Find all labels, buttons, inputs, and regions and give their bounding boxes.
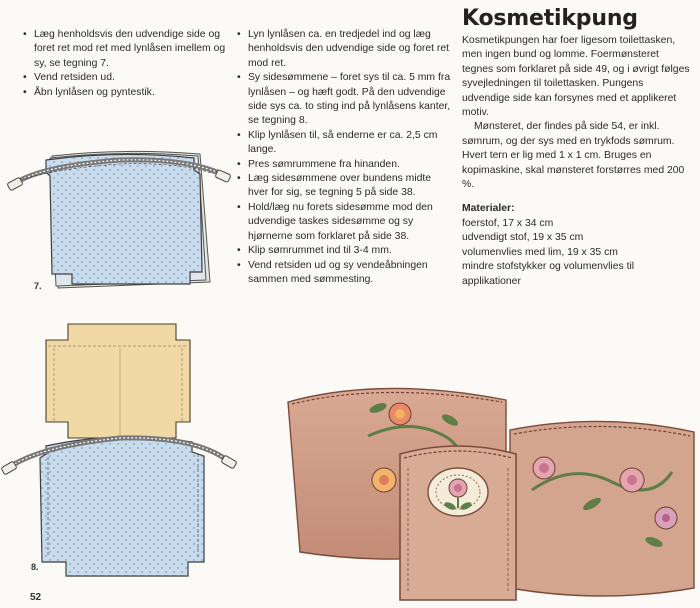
material-item: foerstof, 17 x 34 cm [462, 217, 554, 229]
page-number: 52 [30, 592, 42, 603]
middle-instructions: Lyn lynlåsen ca. en tredjedel ind og læg… [236, 28, 451, 287]
instruction-item: Hold/læg nu forets sidesømme mod den udv… [236, 201, 451, 244]
material-item: mindre stofstykker og volumenvlies til a… [462, 261, 635, 287]
cosmetic-pouches-illustration [287, 387, 695, 601]
material-item: udvendigt stof, 19 x 35 cm [462, 232, 584, 244]
instruction-item: Lyn lynlåsen ca. en tredjedel ind og læg… [236, 28, 451, 71]
figure-7-label: 7. [34, 281, 42, 291]
materials-list: foerstof, 17 x 34 cm udvendigt stof, 19 … [462, 217, 690, 289]
instruction-item: Sy sidesømmene – foret sys til ca. 5 mm … [236, 71, 451, 129]
product-description: Kosmetikpung Kosmetikpungen har foer lig… [462, 6, 690, 289]
page-title: Kosmetikpung [462, 6, 638, 31]
instruction-item: Klip lynlåsen til, så enderne er ca. 2,5… [236, 129, 451, 158]
figure-7-illustration [7, 150, 231, 289]
figure-8-illustration [1, 323, 237, 577]
instruction-item: Vend retsiden ud. [22, 71, 237, 86]
description-paragraph: Kosmetikpungen har foer ligesom toiletta… [462, 35, 690, 119]
instruction-item: Pres sømrummene fra hinanden. [236, 158, 451, 173]
instruction-item: Åbn lynlåsen og pyntestik. [22, 86, 237, 101]
instruction-item: Vend retsiden ud og sy vendeåbningen sam… [236, 259, 451, 288]
material-item: volumenvlies med lim, 19 x 35 cm [462, 246, 618, 258]
left-instructions: Læg henholdsvis den udvendige side og fo… [22, 28, 237, 100]
instruction-item: Klip sømrummet ind til 3-4 mm. [236, 244, 451, 259]
left-instruction-list: Læg henholdsvis den udvendige side og fo… [22, 28, 237, 100]
description-paragraph: Mønsteret, der findes på side 54, er ink… [462, 121, 685, 191]
instruction-item: Læg sidesømmene over bundens midte hver … [236, 172, 451, 201]
middle-instruction-list: Lyn lynlåsen ca. en tredjedel ind og læg… [236, 28, 451, 287]
instruction-item: Læg henholdsvis den udvendige side og fo… [22, 28, 237, 71]
materials-heading: Materialer: [462, 203, 515, 215]
figure-8-label: 8. [31, 562, 39, 572]
